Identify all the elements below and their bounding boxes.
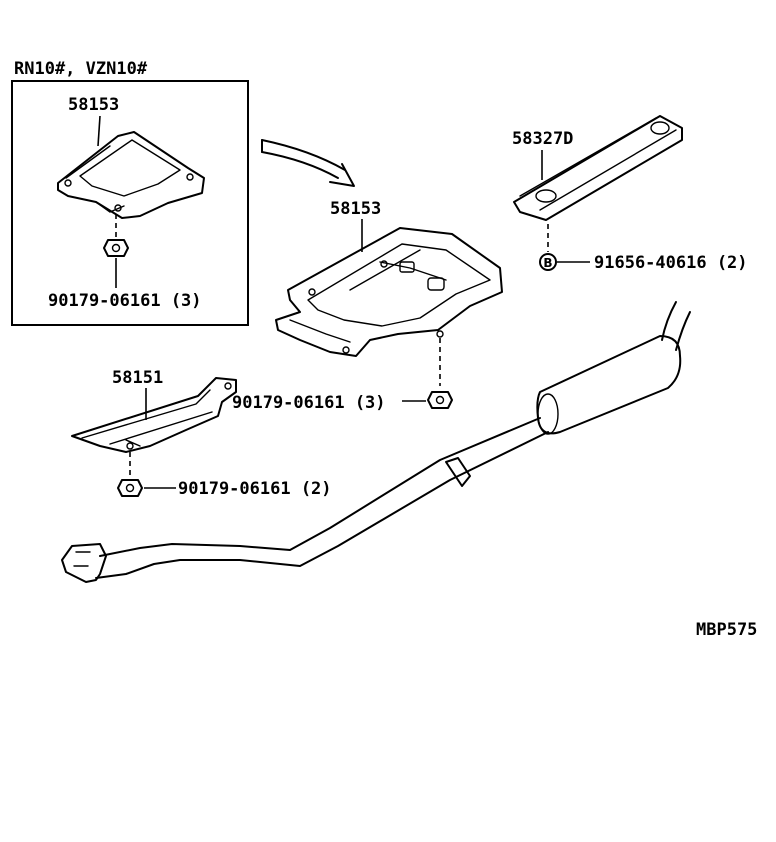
- front-nut-label: 90179-06161 (2): [178, 479, 332, 499]
- inset-nut-label: 90179-06161 (3): [48, 291, 202, 311]
- front-cover-group: 58151 90179-06161 (2): [71, 368, 332, 499]
- inset-frame: [11, 80, 249, 326]
- heat-insulator-group: 58327D B 91656-40616 (2): [512, 115, 748, 273]
- cover-nut-icon: [427, 391, 453, 409]
- cover-nut-label: 90179-06161 (3): [232, 393, 386, 413]
- direction-arrow: [261, 139, 355, 187]
- heat-insulator-label: 58327D: [512, 129, 573, 149]
- clip-label: 91656-40616 (2): [594, 253, 748, 273]
- front-nut-icon: [117, 479, 143, 497]
- front-cover-label: 58151: [112, 368, 163, 388]
- inset-panel: RN10#, VZN10# 58153 90179-06161 (3): [11, 59, 249, 326]
- exhaust-pipe: [61, 301, 691, 583]
- inset-undercover-part: [57, 131, 205, 219]
- inset-part-label: 58153: [68, 95, 119, 115]
- cover-part-label: 58153: [330, 199, 381, 219]
- inset-part-leader: [97, 115, 101, 147]
- figure-code: MBP575: [696, 620, 757, 640]
- front-cover-part: [71, 377, 237, 453]
- clip-marker-letter: B: [543, 256, 552, 270]
- inset-title: RN10#, VZN10#: [14, 59, 148, 79]
- heat-insulator-part: [513, 115, 683, 221]
- clip-marker-icon: B: [539, 253, 557, 271]
- main-cover-group: 58153 90179-06161 (3): [232, 199, 503, 413]
- undercover-part: [275, 227, 503, 357]
- inset-nut-icon: [103, 239, 129, 257]
